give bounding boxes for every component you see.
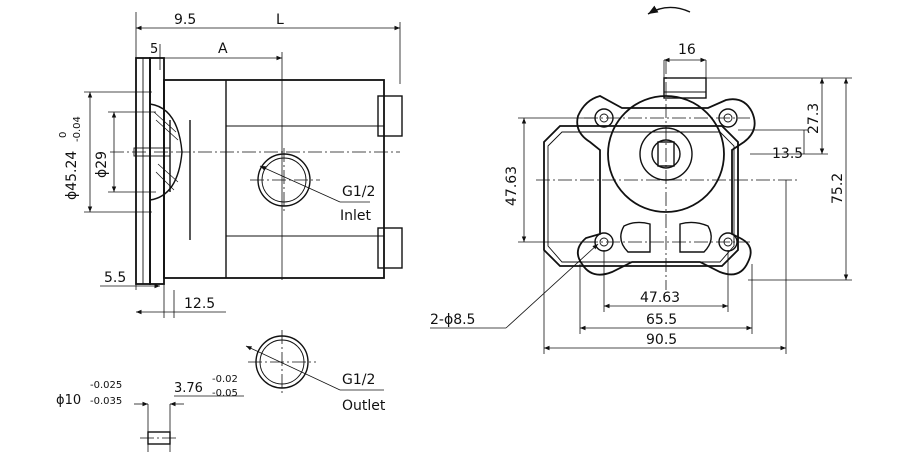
dia-45-24: ϕ45.24 — [64, 151, 80, 200]
dim-5-5: 5.5 — [104, 270, 126, 286]
outlet-label: Outlet — [342, 398, 386, 414]
dim-16: 16 — [678, 42, 696, 58]
dia-10: ϕ10 — [56, 393, 81, 408]
dim-65-5: 65.5 — [646, 312, 677, 328]
dia-29: ϕ29 — [94, 151, 110, 178]
dim-27-3: 27.3 — [806, 103, 822, 134]
outlet-detail: G1/2 Outlet — [245, 330, 386, 414]
inlet-label: Inlet — [340, 208, 372, 224]
dia-45-tol-upper: 0 — [58, 132, 69, 138]
side-view: 9.5 L 5 A — [58, 12, 403, 318]
dim-47-63-v: 47.63 — [504, 166, 520, 206]
dim-L: L — [276, 12, 284, 28]
flat-tol-lower: -0.05 — [212, 388, 238, 399]
inlet-thread: G1/2 — [342, 184, 375, 200]
front-view: 16 27.3 13.5 75.2 47.63 2-ϕ8.5 47.63 — [430, 5, 852, 354]
dim-47-63-h: 47.63 — [640, 290, 680, 306]
dim-9-5: 9.5 — [174, 12, 196, 28]
flat-3-76: 3.76 — [174, 381, 203, 396]
dim-A: A — [218, 41, 228, 57]
dim-13-5: 13.5 — [772, 146, 803, 162]
dim-75-2: 75.2 — [830, 173, 846, 204]
outlet-thread: G1/2 — [342, 372, 375, 388]
dia-10-tol-lower: -0.035 — [90, 396, 122, 407]
dim-12-5: 12.5 — [184, 296, 215, 312]
dia-45-tol-lower: -0.04 — [72, 116, 83, 142]
flat-tol-upper: -0.02 — [212, 374, 238, 385]
dim-5: 5 — [150, 42, 158, 57]
dim-90-5: 90.5 — [646, 332, 677, 348]
shaft-detail: ϕ10 -0.025 -0.035 3.76 -0.02 -0.05 — [56, 374, 244, 452]
dia-10-tol-upper: -0.025 — [90, 380, 122, 391]
rotation-arrow-icon — [647, 5, 691, 15]
holes-label: 2-ϕ8.5 — [430, 312, 475, 328]
